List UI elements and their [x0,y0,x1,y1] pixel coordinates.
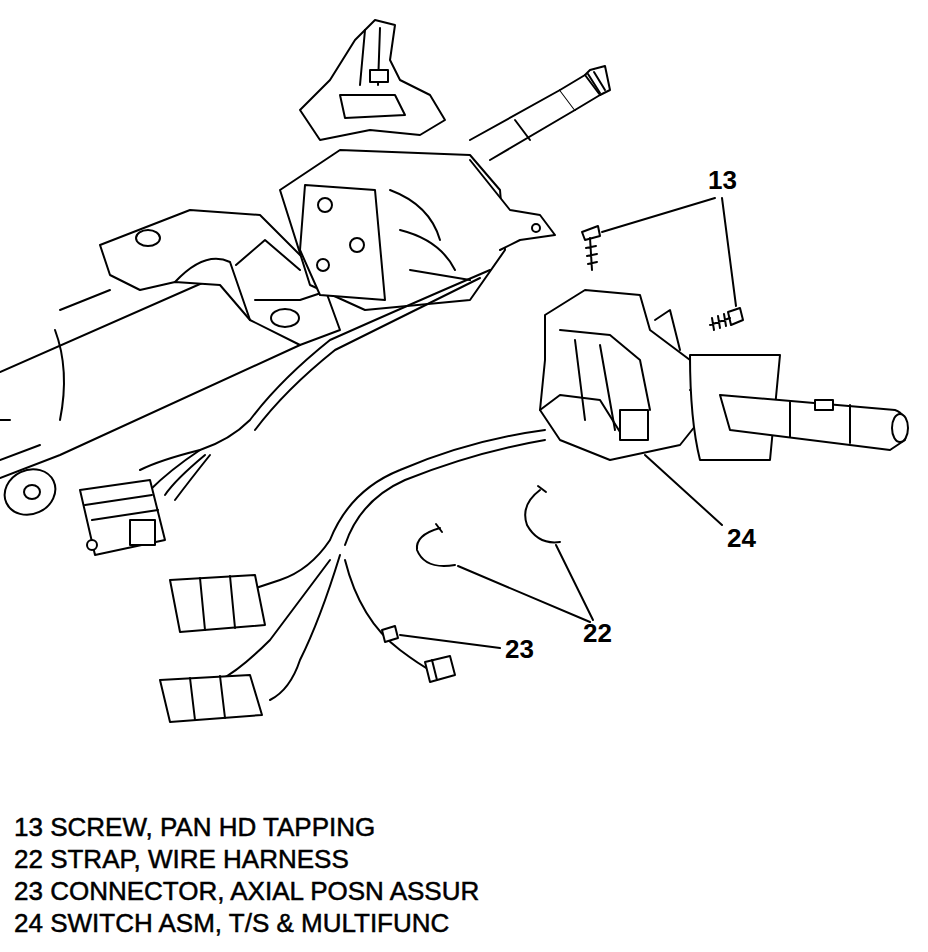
label-holder: 22 [583,618,612,648]
callout-number: 13 [708,165,737,195]
parts-list-entry: 22 STRAP, WIRE HARNESS [14,844,349,874]
parts-list-entry: 24 SWITCH ASM, T/S & MULTIFUNC [14,908,449,938]
label-holder: 22 STRAP, WIRE HARNESS [14,844,349,874]
parts-list-entry: 13 SCREW, PAN HD TAPPING [14,812,375,842]
label-holder: 24 [727,523,756,553]
label-holder: 23 CONNECTOR, AXIAL POSN ASSUR [14,876,479,906]
label-holder: 24 SWITCH ASM, T/S & MULTIFUNC [14,908,449,938]
callout-number: 22 [583,618,612,648]
callout-number: 23 [505,634,534,664]
parts-list-entry: 23 CONNECTOR, AXIAL POSN ASSUR [14,876,479,906]
label-holder: 13 [708,165,737,195]
callout-number: 24 [727,523,756,553]
label-holder: 13 SCREW, PAN HD TAPPING [14,812,375,842]
label-holder: 23 [505,634,534,664]
